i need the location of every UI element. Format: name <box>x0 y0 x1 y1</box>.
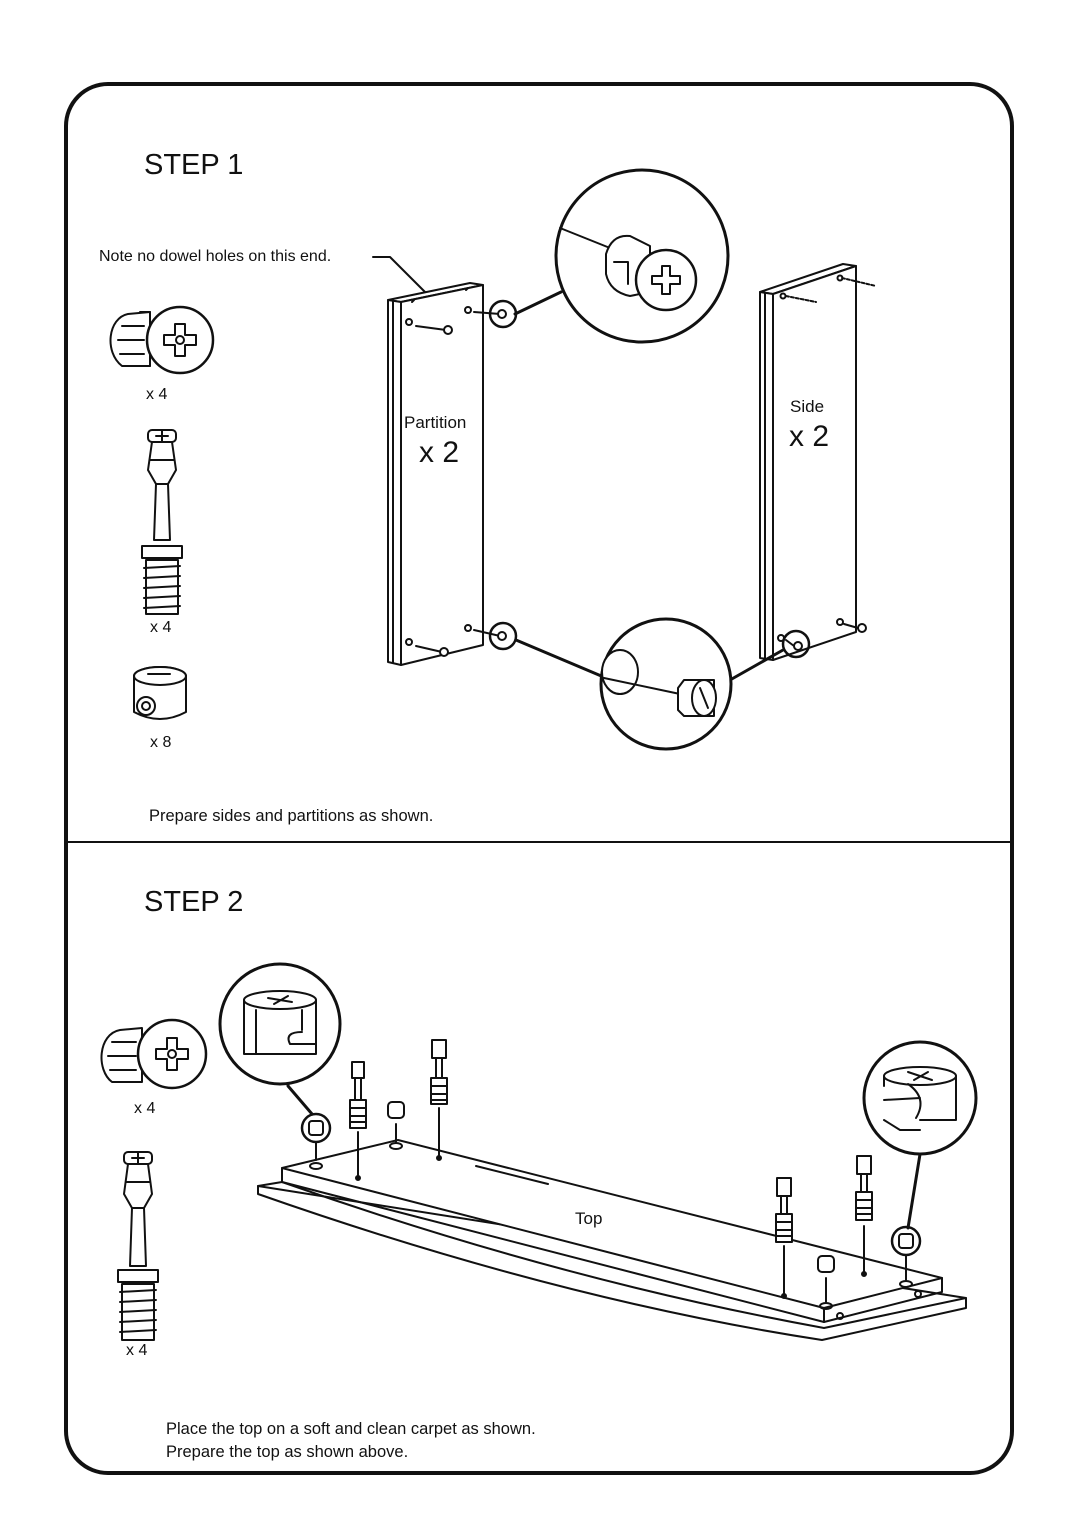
top-board <box>258 1140 966 1340</box>
step1-instruction: Prepare sides and partitions as shown. <box>149 807 434 825</box>
side-count: x 2 <box>789 420 830 453</box>
step-divider <box>64 841 1014 843</box>
instruction-sheet-frame <box>64 82 1014 1475</box>
cam-lock-qty: x 4 <box>146 386 168 403</box>
dowel-note: Note no dowel holes on this end. <box>99 248 332 265</box>
cam-lock-icon-step2 <box>102 1020 206 1088</box>
cam-bolt-qty: x 4 <box>150 619 172 636</box>
partition-count: x 2 <box>419 436 460 469</box>
step2-title: STEP 2 <box>144 886 244 918</box>
note-leader-line <box>373 257 425 292</box>
top-fasteners <box>302 1040 920 1302</box>
barrel-nut-magnifier-left <box>220 964 340 1114</box>
step2-instruction-1: Place the top on a soft and clean carpet… <box>166 1420 536 1438</box>
barrel-nut-icon <box>134 667 186 719</box>
cam-lock-magnifier-right <box>864 1042 976 1228</box>
partition-label: Partition <box>404 413 467 432</box>
step2-instruction-2: Prepare the top as shown above. <box>166 1443 409 1461</box>
cam-bolt-qty-step2: x 4 <box>126 1342 148 1359</box>
cam-lock-magnifier-top <box>515 170 728 342</box>
partition-panel <box>388 283 516 665</box>
barrel-nut-magnifier-bottom <box>516 619 783 749</box>
side-label: Side <box>790 397 825 416</box>
step1-title: STEP 1 <box>144 149 244 181</box>
cam-bolt-icon-step2 <box>118 1152 158 1340</box>
cam-bolt-icon <box>142 430 182 614</box>
cam-lock-qty-step2: x 4 <box>134 1100 156 1117</box>
barrel-nut-qty: x 8 <box>150 734 172 751</box>
side-panel <box>760 264 876 660</box>
top-label: Top <box>575 1209 603 1228</box>
cam-lock-icon <box>111 307 213 373</box>
